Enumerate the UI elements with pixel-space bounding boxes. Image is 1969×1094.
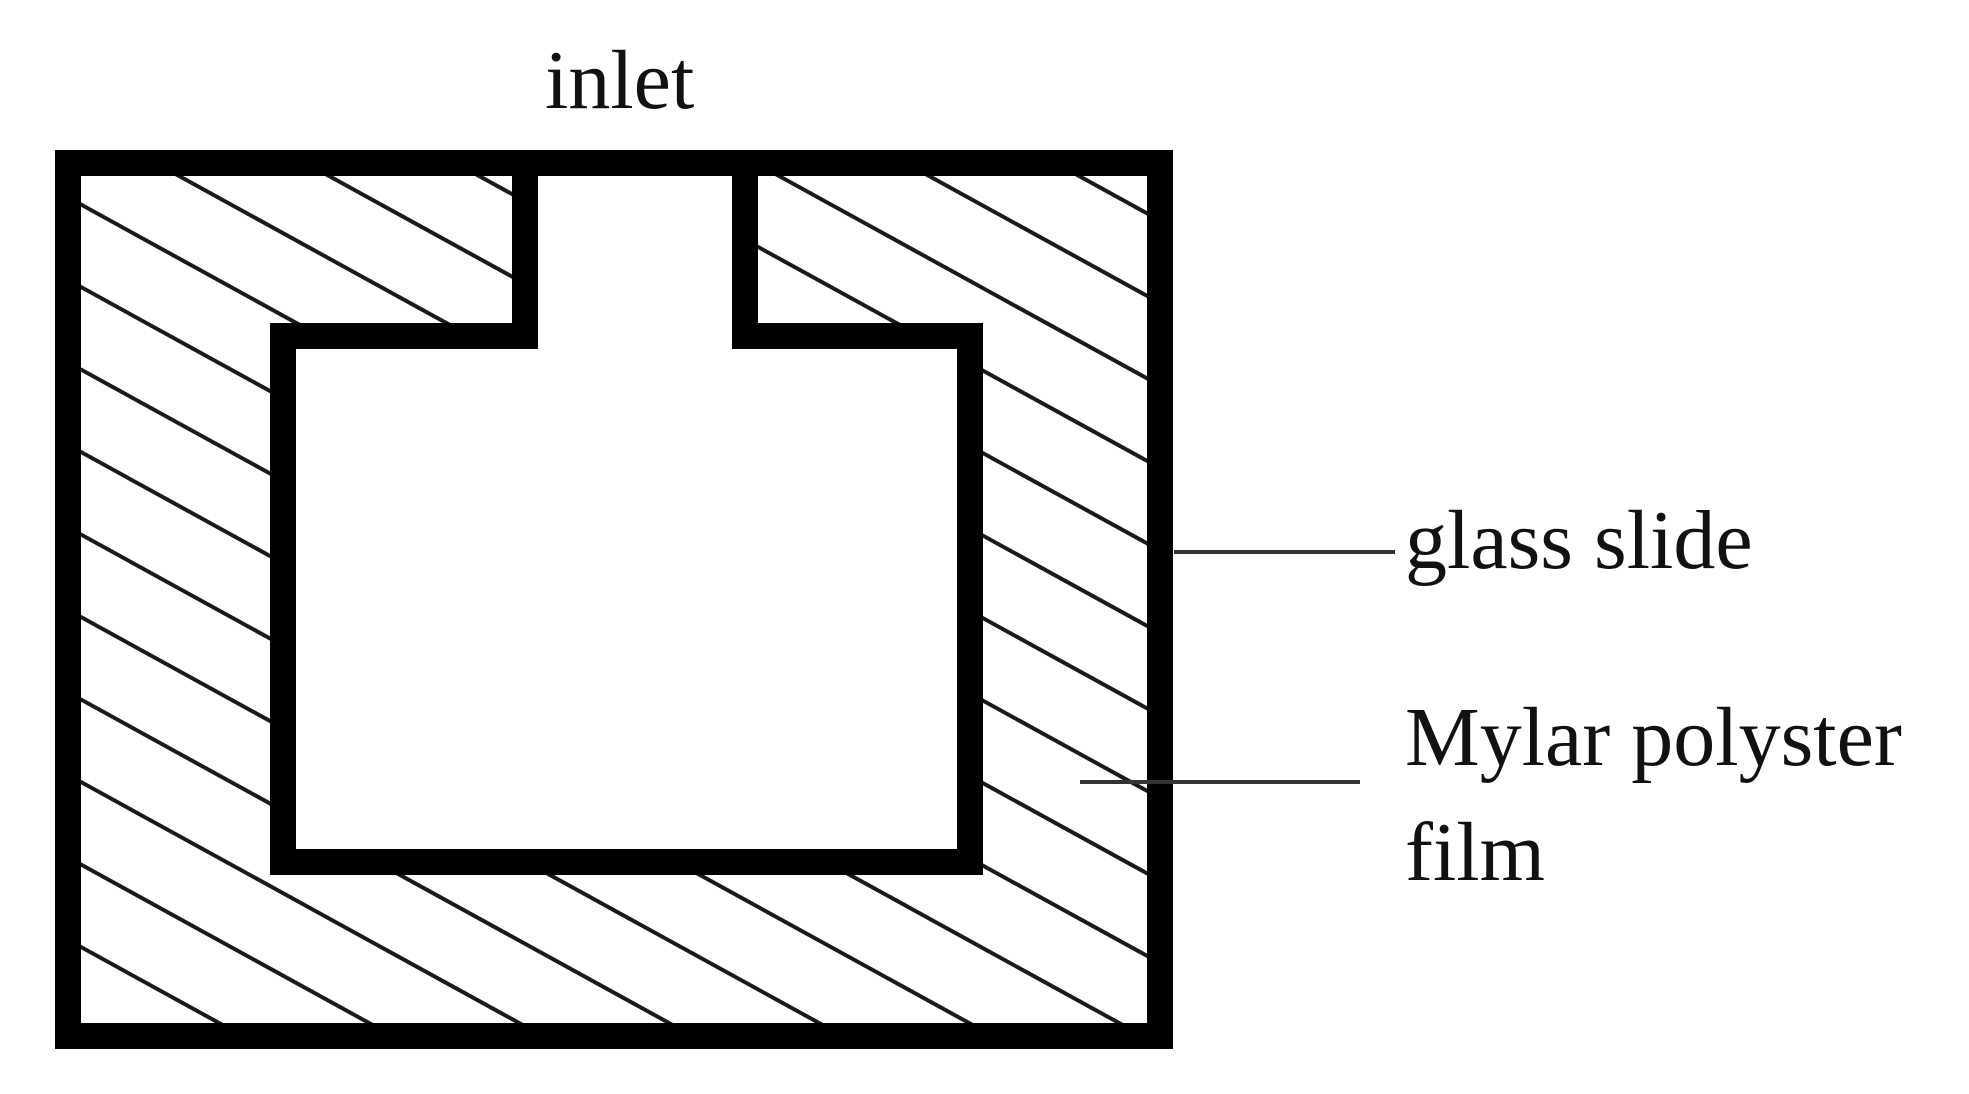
mylar-film-label-line2: film	[1405, 806, 1545, 899]
glass-slide-label: glass slide	[1405, 494, 1753, 587]
mylar-film-label-line1: Mylar polyster	[1405, 691, 1902, 784]
chamber-outline	[270, 163, 983, 875]
inlet-label: inlet	[545, 34, 694, 127]
glass-slide-outline	[55, 150, 1173, 1049]
